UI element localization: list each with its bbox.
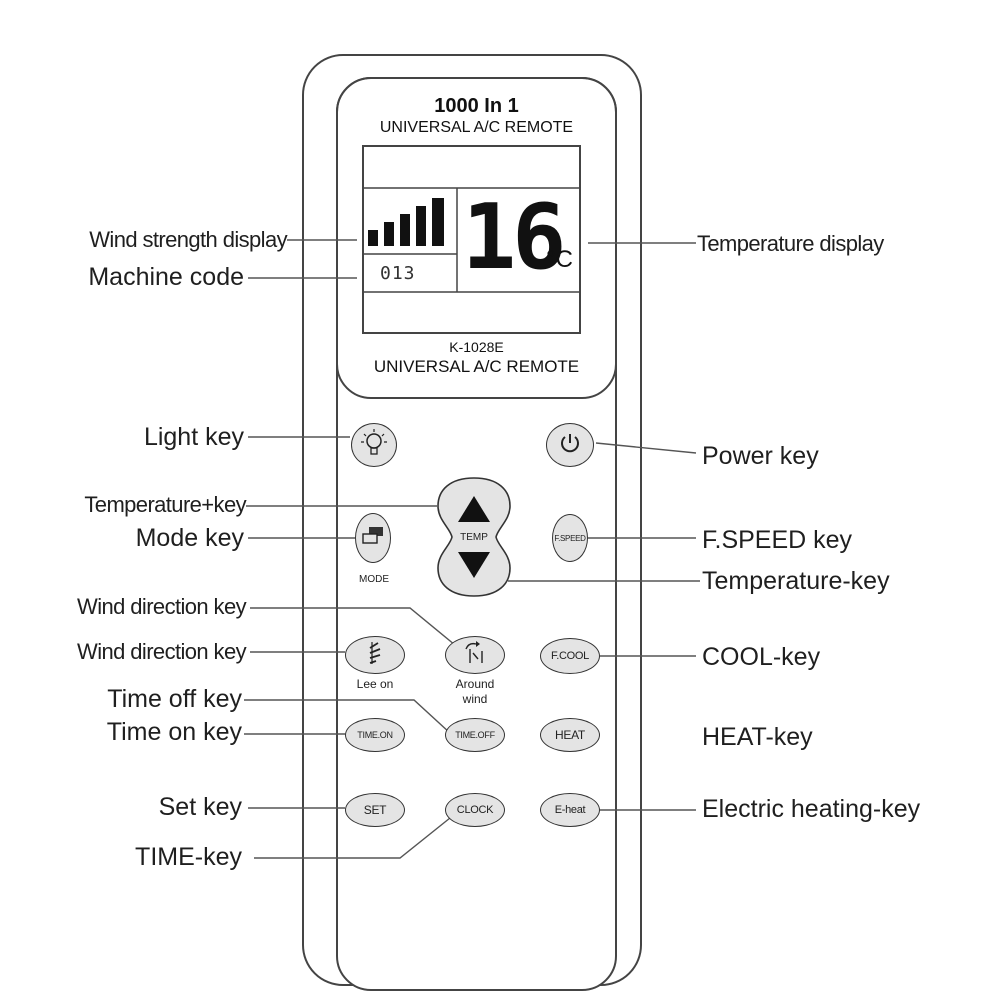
label-set-key: Set key — [158, 793, 242, 821]
wind-bar — [416, 206, 426, 246]
label-time-on-key: Time on key — [106, 718, 242, 746]
label-fspeed-key: F.SPEED key — [702, 526, 853, 554]
label-wind-strength-display: Wind strength display — [89, 227, 287, 252]
machine-code-value: 013 — [380, 263, 416, 284]
model-line-2: UNIVERSAL A/C REMOTE — [373, 357, 580, 376]
around-wind-icon — [462, 640, 488, 670]
label-machine-code: Machine code — [88, 263, 244, 291]
lcd-panel — [362, 145, 581, 334]
eheat-button-label: E-heat — [554, 804, 586, 816]
label-time-key: TIME-key — [135, 843, 242, 871]
power-icon — [558, 431, 582, 460]
set-button[interactable]: SET — [345, 793, 405, 827]
label-wind-direction-key-2: Wind direction key — [77, 639, 247, 664]
heat-button[interactable]: HEAT — [540, 718, 600, 752]
label-light-key: Light key — [143, 423, 244, 451]
lee-on-sub-label: Lee on — [356, 677, 394, 691]
clock-button-label: CLOCK — [456, 804, 494, 816]
label-mode-key: Mode key — [135, 524, 244, 552]
wind-strength-bars — [368, 198, 444, 246]
triangle-up-icon — [454, 496, 494, 532]
around-wind-sub-label-1: Around — [455, 677, 495, 691]
label-temperature-minus-key: Temperature-key — [702, 567, 890, 595]
set-button-label: SET — [363, 803, 387, 817]
brand-line-1: 1000 In 1 — [434, 95, 519, 117]
leader-time-key — [254, 817, 451, 859]
wind-bar — [384, 222, 394, 246]
label-wind-direction-key-1: Wind direction key — [77, 594, 247, 619]
fspeed-button[interactable]: F.SPEED — [552, 514, 588, 562]
light-button[interactable] — [351, 423, 397, 467]
clock-button[interactable]: CLOCK — [445, 793, 505, 827]
label-electric-heating-key: Electric heating-key — [702, 795, 921, 823]
time-off-button[interactable]: TIME.OFF — [445, 718, 505, 752]
power-button[interactable] — [546, 423, 594, 467]
label-temperature-display: Temperature display — [697, 231, 884, 256]
temp-center-label: TEMP — [460, 532, 488, 543]
eheat-button[interactable]: E-heat — [540, 793, 600, 827]
swing-icon — [362, 640, 388, 671]
time-off-button-label: TIME.OFF — [455, 730, 495, 740]
temperature-value: 16 — [462, 185, 566, 290]
label-temperature-plus-key: Temperature+key — [84, 492, 246, 517]
label-power-key: Power key — [702, 442, 819, 470]
time-on-button[interactable]: TIME.ON — [345, 718, 405, 752]
fcool-button-label: F.COOL — [551, 650, 589, 662]
label-time-off-key: Time off key — [107, 685, 242, 713]
heat-button-label: HEAT — [555, 728, 585, 742]
fcool-button[interactable]: F.COOL — [540, 638, 600, 674]
around-wind-sub-label-2: wind — [462, 692, 488, 706]
fspeed-button-label: F.SPEED — [554, 533, 586, 543]
temperature-up-button[interactable] — [454, 492, 494, 528]
remote-screen-frame — [336, 77, 617, 399]
mode-sub-label: MODE — [359, 574, 389, 585]
wind-bar — [432, 198, 444, 246]
label-heat-key: HEAT-key — [702, 723, 813, 751]
label-cool-key: COOL-key — [702, 643, 821, 671]
mode-icon — [360, 525, 386, 552]
mode-button[interactable] — [355, 513, 391, 563]
temperature-unit: °C — [546, 246, 573, 273]
temperature-down-button[interactable] — [454, 548, 494, 584]
around-wind-button[interactable] — [445, 636, 505, 674]
leader-power-key — [595, 442, 697, 454]
light-bulb-icon — [360, 428, 388, 463]
time-on-button-label: TIME.ON — [357, 730, 393, 740]
leader-time-off — [244, 699, 451, 734]
temperature-rocker[interactable]: TEMP — [434, 476, 514, 598]
brand-line-2: UNIVERSAL A/C REMOTE — [379, 119, 574, 136]
triangle-down-icon — [454, 552, 494, 588]
wind-bar — [400, 214, 410, 246]
wind-direction-button[interactable] — [345, 636, 405, 674]
model-number: K-1028E — [449, 339, 504, 355]
leader-wind-direction-1 — [250, 607, 456, 646]
wind-bar — [368, 230, 378, 246]
